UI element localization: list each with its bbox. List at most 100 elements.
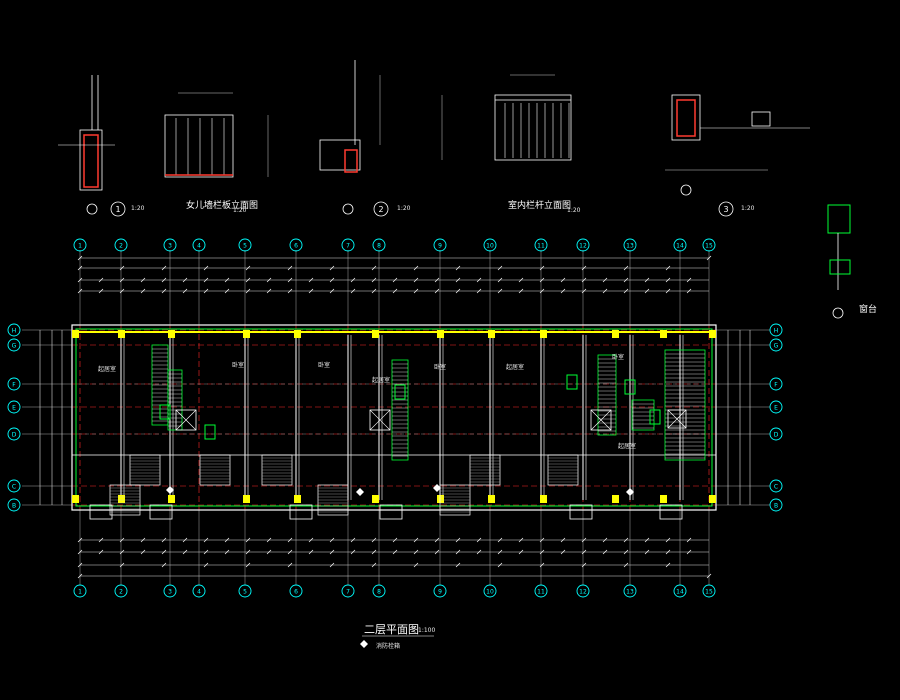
floor-plan <box>71 324 717 520</box>
dim-tick <box>413 277 419 283</box>
axis-bubble-label: 6 <box>294 243 298 250</box>
dim-tick <box>602 537 608 543</box>
axis-bubble <box>483 238 497 252</box>
axis-bubble <box>433 584 447 598</box>
axis-bubble-label: 14 <box>676 589 684 596</box>
dim-tick <box>371 265 377 271</box>
axis-bubble-label: 15 <box>705 589 713 596</box>
axis-bubble <box>7 377 21 391</box>
room-label: 卧室 <box>232 362 245 369</box>
dim-tick <box>371 537 377 543</box>
hydrant <box>356 488 364 496</box>
railing-frame <box>164 114 234 178</box>
dim-tick <box>308 549 314 555</box>
dim-tick <box>287 537 293 543</box>
sill-section <box>829 259 851 275</box>
column <box>243 330 250 338</box>
dim-tick <box>224 288 230 294</box>
axis-bubble-label: 4 <box>197 243 201 250</box>
dim-tick <box>98 549 104 555</box>
dim-tick <box>329 549 335 555</box>
axis-bubble <box>7 498 21 512</box>
dim-tick <box>497 277 503 283</box>
dim-tick <box>371 549 377 555</box>
axis-bubble-label: C <box>774 484 778 491</box>
dim-tick <box>644 288 650 294</box>
dim-tick <box>119 288 125 294</box>
axis-bubble <box>7 427 21 441</box>
dim-tick <box>706 573 712 579</box>
axis-bubble <box>238 238 252 252</box>
dim-tick <box>392 288 398 294</box>
column <box>372 495 379 503</box>
dim-tick <box>161 265 167 271</box>
dim-tick <box>665 549 671 555</box>
elevator-x <box>369 409 391 431</box>
detail-hatch <box>676 99 696 137</box>
bay-window <box>89 504 113 520</box>
dim-tick <box>140 288 146 294</box>
ref-circle <box>86 203 98 215</box>
column <box>72 495 79 503</box>
axis-grid <box>22 250 770 585</box>
dim-tick <box>623 277 629 283</box>
dim-tick <box>161 537 167 543</box>
column <box>118 495 125 503</box>
column <box>488 495 495 503</box>
dim-tick <box>266 537 272 543</box>
dim-tick <box>686 288 692 294</box>
axis-bubble-label: 9 <box>438 243 442 250</box>
dim-tick <box>518 277 524 283</box>
dim-tick <box>161 277 167 283</box>
dim-tick <box>77 288 83 294</box>
dim-tick <box>203 277 209 283</box>
dim-tick <box>518 537 524 543</box>
dim-tick <box>665 265 671 271</box>
detail-1-scale: 1:20 <box>233 207 247 214</box>
dim-tick <box>371 277 377 283</box>
axis-bubble-label: D <box>12 432 17 439</box>
dim-tick <box>203 265 209 271</box>
right-detail-label: 窗台 <box>859 305 878 315</box>
bay-window <box>569 504 593 520</box>
legend-diamond <box>360 640 368 648</box>
dim-tick <box>644 537 650 543</box>
detail-marker <box>718 201 734 217</box>
axis-bubble <box>114 238 128 252</box>
dim-tick <box>518 288 524 294</box>
axis-bubble-label: 10 <box>486 243 494 250</box>
dim-tick <box>455 562 461 568</box>
axis-bubble-label: 6 <box>294 589 298 596</box>
dim-tick <box>77 549 83 555</box>
dim-tick <box>623 265 629 271</box>
dim-tick <box>455 549 461 555</box>
dim-tick <box>119 537 125 543</box>
dim-tick <box>140 537 146 543</box>
axis-bubble-label: 13 <box>626 243 634 250</box>
dim-tick <box>77 573 83 579</box>
column <box>168 330 175 338</box>
dim-tick <box>329 288 335 294</box>
dim-tick <box>182 277 188 283</box>
dim-tick <box>434 537 440 543</box>
room-label: 卧室 <box>318 362 331 369</box>
dim-tick <box>644 277 650 283</box>
axis-bubble-label: 10 <box>486 589 494 596</box>
stair <box>631 399 655 431</box>
dim-tick <box>665 537 671 543</box>
hydrant <box>626 488 634 496</box>
dim-tick <box>623 562 629 568</box>
outer-wall <box>71 324 717 511</box>
dim-tick <box>413 549 419 555</box>
dim-tick <box>140 277 146 283</box>
hydrant <box>166 486 174 494</box>
fixture <box>649 409 661 425</box>
dim-tick <box>581 265 587 271</box>
dim-tick <box>245 537 251 543</box>
axis-bubble <box>192 238 206 252</box>
axis-bubble-label: 1 <box>78 243 82 250</box>
dim-tick <box>203 288 209 294</box>
fixture <box>394 384 406 400</box>
bay-window <box>289 504 313 520</box>
